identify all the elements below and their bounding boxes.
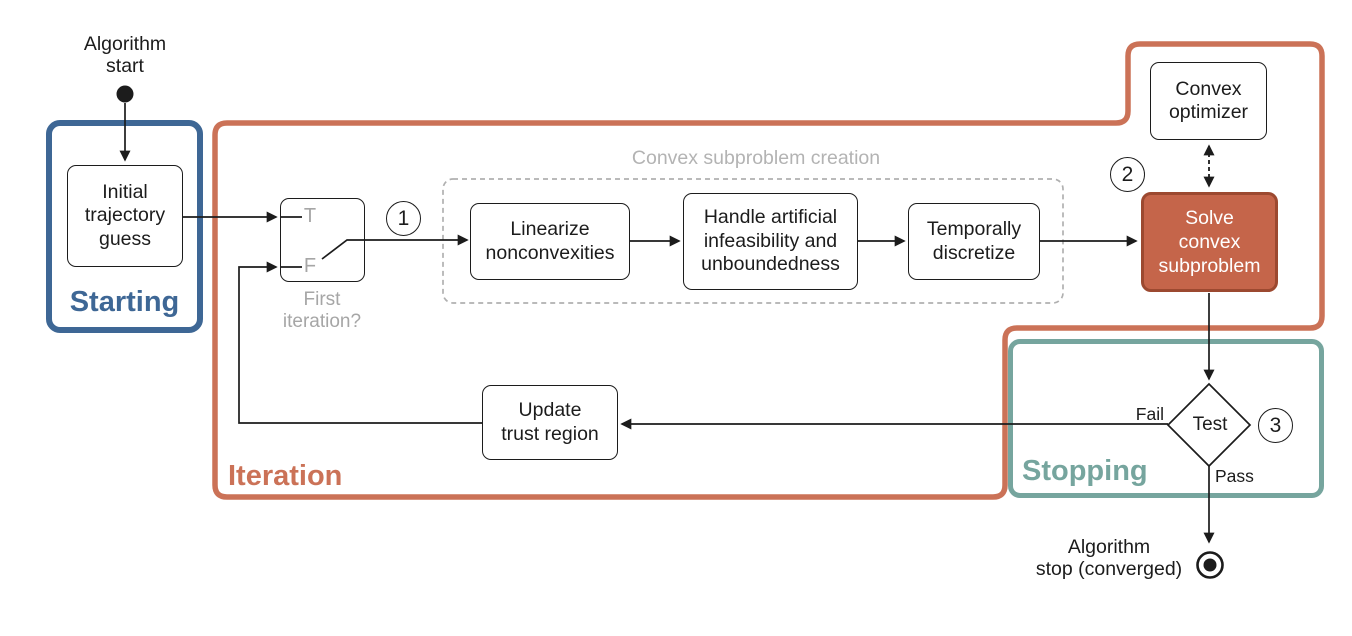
solve-convex-subproblem-node: Solve convex subproblem [1141,192,1278,292]
algorithm-start-dot [116,85,134,103]
test-diamond [1166,382,1252,468]
creation-group-label: Convex subproblem creation [631,147,881,169]
step-2-badge: 2 [1110,157,1145,192]
stopping-region-label: Stopping [1022,455,1148,487]
algorithm-stop-label: Algorithm stop (converged) [1035,536,1183,580]
step-3-badge: 3 [1258,408,1293,443]
switch-false-port-label: F [303,255,317,277]
handle-infeasibility-node: Handle artificial infeasibility and unbo… [683,193,858,290]
first-iteration-switch-node [280,198,365,282]
linearize-node: Linearize nonconvexities [470,203,630,280]
iteration-region-label: Iteration [228,460,343,492]
first-iteration-caption: First iteration? [282,289,362,332]
arrow-feedback-to-switch [238,261,482,424]
starting-region-label: Starting [69,286,180,318]
convex-optimizer-node: Convex optimizer [1150,62,1267,140]
iteration-region-outline [212,41,1325,500]
temporally-discretize-node: Temporally discretize [908,203,1040,280]
test-diamond-label: Test [1192,414,1228,435]
arrow-switch-to-linearize [321,234,469,260]
initial-trajectory-guess-node: Initial trajectory guess [67,165,183,267]
test-pass-label: Pass [1215,466,1254,486]
stopping-region-frame [1008,339,1324,498]
algorithm-start-label: Algorithm start [83,33,167,77]
update-trust-region-node: Update trust region [482,385,618,460]
algorithm-stop-icon-core [1203,558,1217,572]
algorithm-stop-icon [1196,551,1224,579]
test-fail-label: Fail [1135,404,1164,424]
step-1-badge: 1 [386,201,421,236]
switch-true-port-label: T [303,205,317,227]
